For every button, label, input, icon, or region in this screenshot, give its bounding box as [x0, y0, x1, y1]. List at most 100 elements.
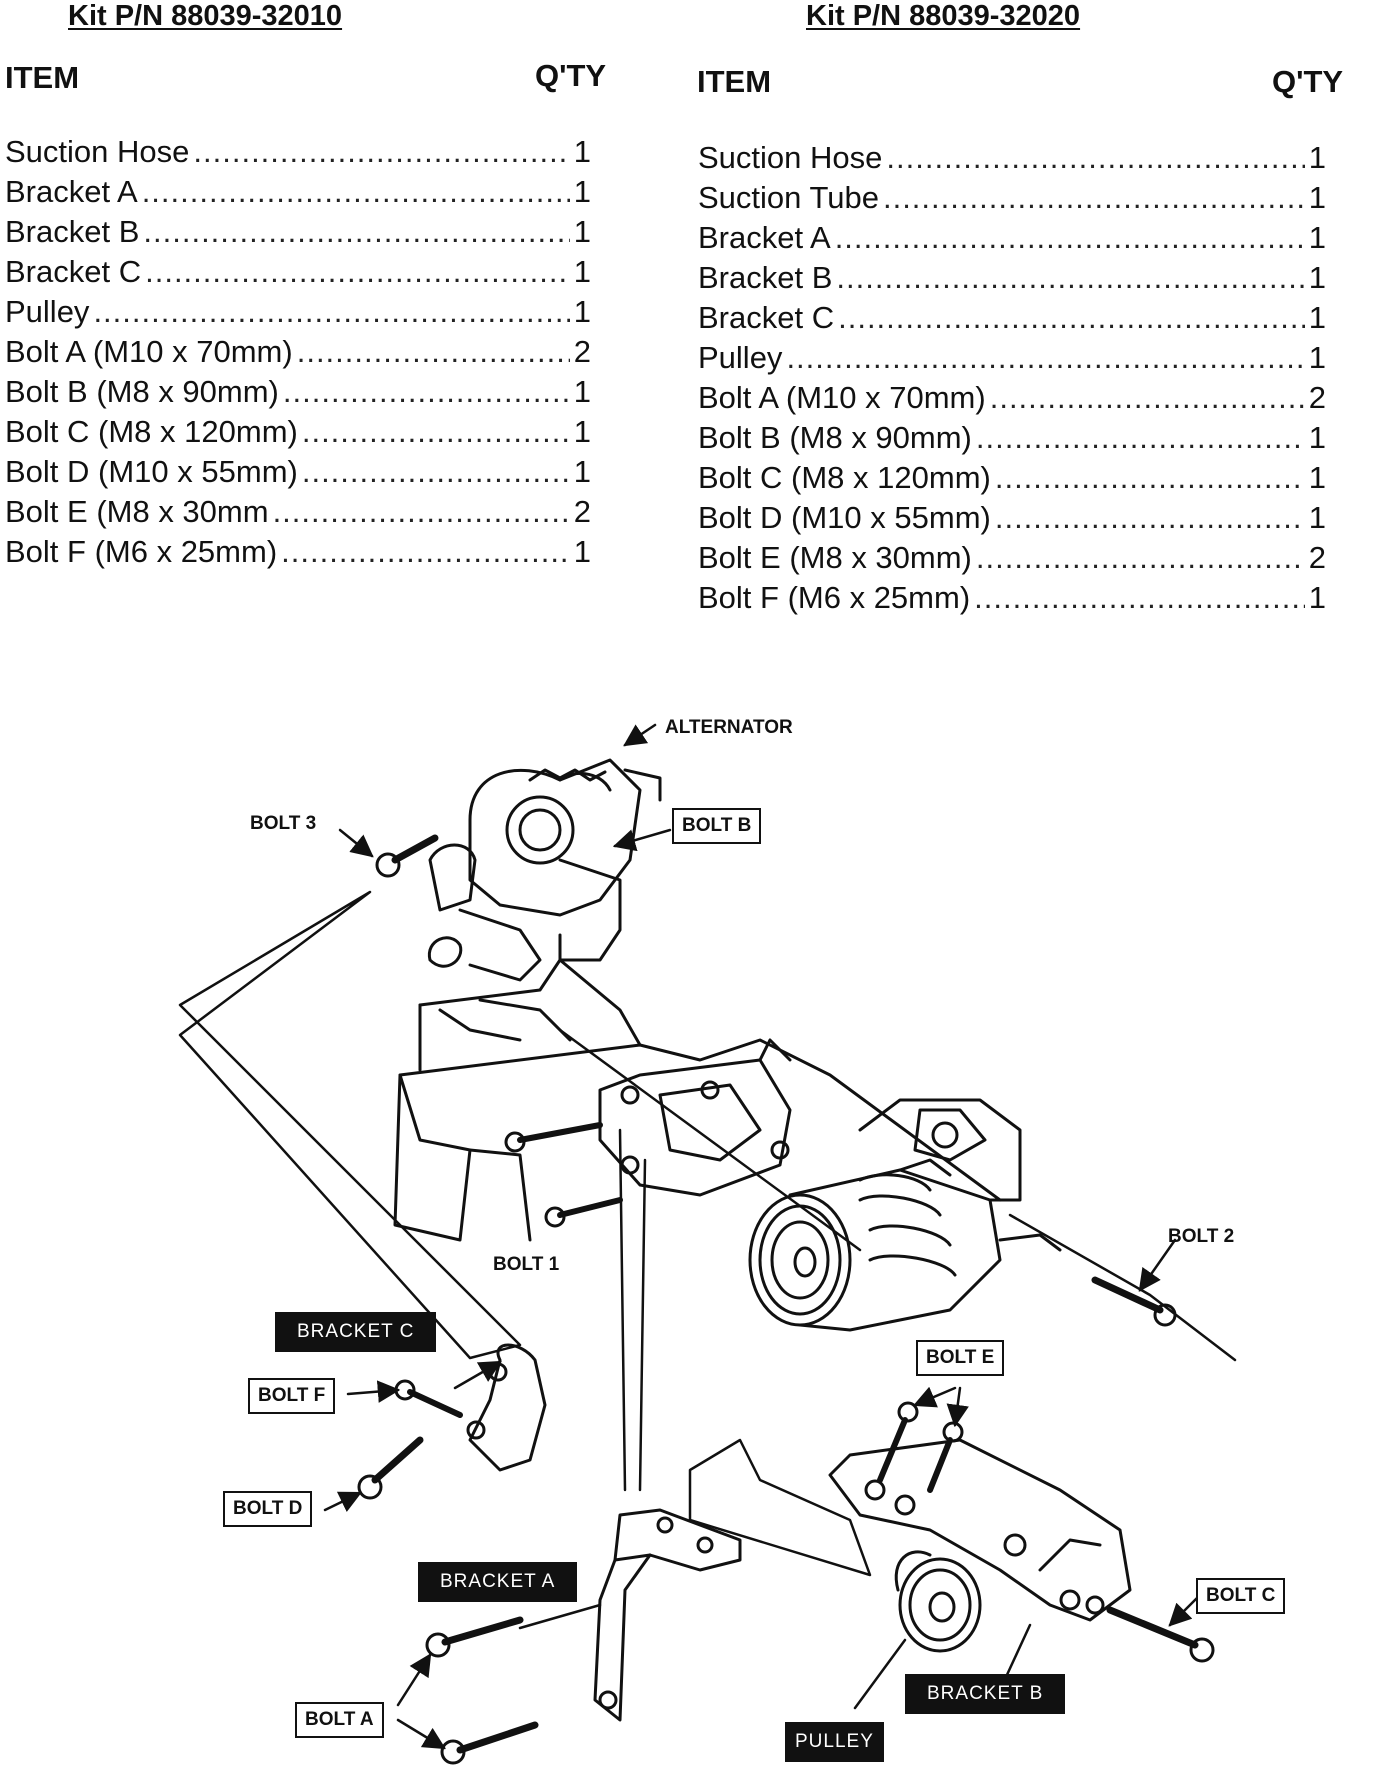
engine-mount-bracket — [598, 1038, 792, 1197]
part-name: Pulley — [5, 294, 90, 329]
list-item: Bolt C (M8 x 120mm) 1 — [694, 460, 1326, 500]
part-qty: 1 — [573, 174, 591, 209]
belt-line — [1008, 1213, 1237, 1362]
label-bolt-2: BOLT 2 — [1168, 1226, 1235, 1247]
bracket-b-part — [828, 1438, 1132, 1622]
qty-column-header: Q'TY — [535, 58, 607, 93]
part-qty: 2 — [1308, 380, 1326, 415]
part-name: Bracket B — [698, 260, 833, 295]
part-qty: 1 — [1308, 140, 1326, 175]
part-qty: 1 — [1308, 460, 1326, 495]
part-name: Bolt C (M8 x 120mm) — [5, 414, 298, 449]
bolt-2 — [1091, 1238, 1177, 1327]
ac-compressor — [748, 1098, 1062, 1332]
hose-outline — [178, 890, 522, 1360]
list-item: Bracket A 1 — [694, 220, 1326, 260]
part-qty: 1 — [573, 414, 591, 449]
part-name: Bolt D (M10 x 55mm) — [698, 500, 991, 535]
part-name: Bracket A — [698, 220, 831, 255]
list-item: Pulley 1 — [0, 294, 591, 334]
part-qty: 1 — [1308, 500, 1326, 535]
label-bolt-c: BOLT C — [1196, 1578, 1286, 1614]
part-name: Suction Hose — [698, 140, 883, 175]
part-name: Bracket C — [698, 300, 835, 335]
qty-column-header: Q'TY — [1272, 64, 1344, 99]
part-qty: 2 — [573, 494, 591, 529]
label-alternator: ALTERNATOR — [665, 717, 793, 738]
list-item: Bolt B (M8 x 90mm) 1 — [694, 420, 1326, 460]
bolt-a-part — [396, 1603, 602, 1765]
label-bolt-1: BOLT 1 — [493, 1254, 560, 1275]
bolt-b-pointer — [612, 828, 672, 852]
label-bolt-b: BOLT B — [672, 808, 762, 844]
part-qty: 1 — [1308, 580, 1326, 615]
bracket-c-part — [453, 1343, 547, 1472]
list-item: Bolt F (M6 x 25mm) 1 — [694, 580, 1326, 620]
part-qty: 1 — [1308, 300, 1326, 335]
part-name: Bolt A (M10 x 70mm) — [5, 334, 293, 369]
list-item: Bolt C (M8 x 120mm) 1 — [0, 414, 591, 454]
list-item: Bolt E (M8 x 30mm 2 — [0, 494, 591, 534]
part-name: Bolt C (M8 x 120mm) — [698, 460, 991, 495]
part-qty: 1 — [573, 374, 591, 409]
belt-line — [558, 1028, 862, 1252]
list-item: Bolt A (M10 x 70mm) 2 — [0, 334, 591, 374]
part-qty: 2 — [1308, 540, 1326, 575]
part-qty: 2 — [573, 334, 591, 369]
pulley-part — [853, 1550, 982, 1710]
bolt-1 — [504, 1122, 623, 1228]
part-name: Bolt F (M6 x 25mm) — [698, 580, 971, 615]
list-item: Pulley 1 — [694, 340, 1326, 380]
parts-list: Suction Hose1 Suction Tube1 Bracket A1 B… — [694, 140, 1354, 620]
label-bolt-a: BOLT A — [295, 1702, 384, 1738]
list-item: Bolt B (M8 x 90mm) 1 — [0, 374, 591, 414]
label-bolt-f: BOLT F — [248, 1378, 336, 1414]
part-qty: 1 — [1308, 420, 1326, 455]
part-name: Bolt E (M8 x 30mm — [5, 494, 269, 529]
label-bracket-b: BRACKET B — [905, 1674, 1066, 1714]
bolt-3-part — [338, 828, 439, 878]
list-item: Bolt E (M8 x 30mm) 2 — [694, 540, 1326, 580]
list-item: Suction Tube1 — [694, 180, 1326, 220]
alternator — [427, 758, 662, 1042]
label-bolt-3: BOLT 3 — [250, 813, 317, 834]
list-item: Bracket A1 — [0, 174, 591, 214]
part-name: Pulley — [698, 340, 783, 375]
part-name: Bracket B — [5, 214, 140, 249]
part-name: Bracket C — [5, 254, 142, 289]
label-bracket-c: BRACKET C — [275, 1312, 437, 1352]
part-qty: 1 — [573, 214, 591, 249]
list-item: Bolt A (M10 x 70mm)2 — [694, 380, 1326, 420]
part-qty: 1 — [573, 134, 591, 169]
item-column-header: ITEM — [5, 60, 80, 95]
list-item: Bolt D (M10 x 55mm) 1 — [0, 454, 591, 494]
kit-title: Kit P/N 88039-32010 — [68, 0, 343, 32]
part-qty: 1 — [573, 254, 591, 289]
part-qty: 1 — [1308, 220, 1326, 255]
list-item: Bolt F (M6 x 25mm)1 — [0, 534, 591, 574]
bolt-e-part — [877, 1386, 969, 1493]
list-item: Bracket C 1 — [0, 254, 591, 294]
part-name: Suction Tube — [698, 180, 879, 215]
label-bolt-e: BOLT E — [916, 1340, 1005, 1376]
kit-title: Kit P/N 88039-32020 — [806, 0, 1081, 32]
list-item: Bracket B 1 — [694, 260, 1326, 300]
alternator-pointer — [623, 723, 657, 747]
part-name: Bolt E (M8 x 30mm) — [698, 540, 972, 575]
list-item: Suction Hose 1 — [694, 140, 1326, 180]
part-qty: 1 — [573, 294, 591, 329]
parts-list: Suction Hose 1 Bracket A1 Bracket B 1 Brac… — [0, 134, 640, 574]
list-item: Suction Hose 1 — [0, 134, 591, 174]
part-name: Bolt D (M10 x 55mm) — [5, 454, 298, 489]
part-qty: 1 — [1308, 260, 1326, 295]
part-qty: 1 — [573, 534, 591, 569]
list-item: Bolt D (M10 x 55mm) 1 — [694, 500, 1326, 540]
bolt-f-part — [346, 1379, 463, 1418]
part-name: Bolt B (M8 x 90mm) — [5, 374, 279, 409]
list-item: Bracket C 1 — [694, 300, 1326, 340]
part-qty: 1 — [573, 454, 591, 489]
part-name: Bolt B (M8 x 90mm) — [698, 420, 972, 455]
part-name: Suction Hose — [5, 134, 190, 169]
part-qty: 1 — [1308, 340, 1326, 375]
